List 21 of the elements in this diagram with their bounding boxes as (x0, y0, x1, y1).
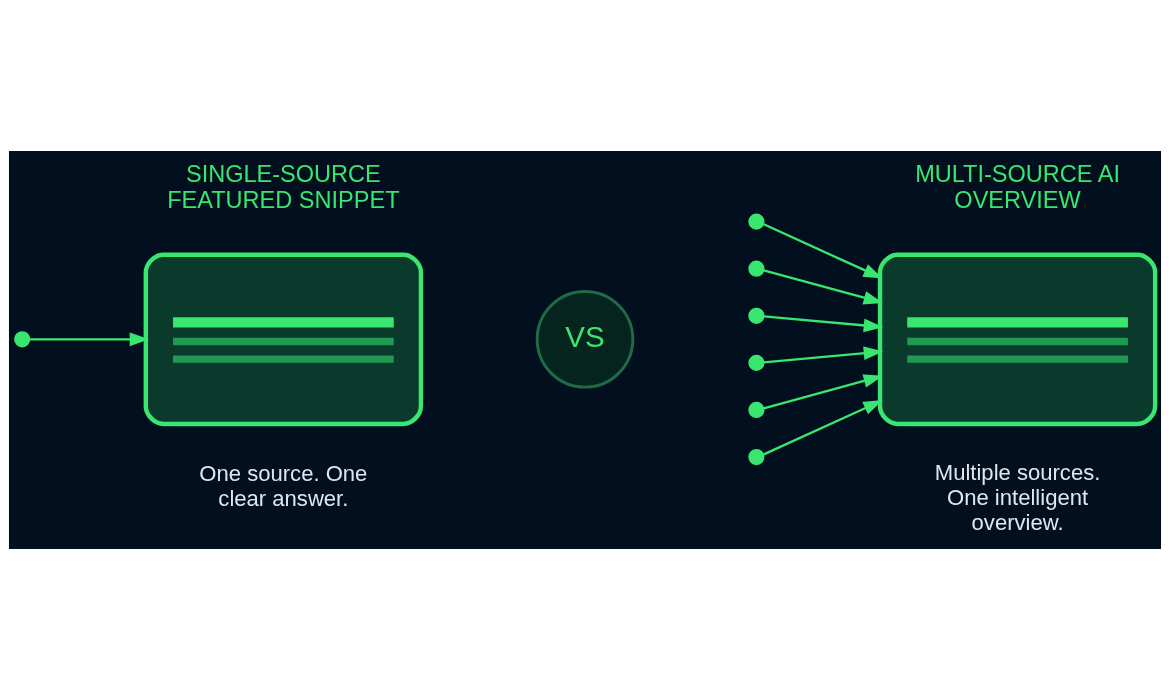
label: SINGLE-SOURCE FEATURED SNIPPET (167, 160, 400, 214)
label: One source. One clear answer. (199, 460, 368, 511)
node-circle (748, 448, 765, 466)
node-circle (14, 331, 31, 348)
label: Multiple sources. One intelligent overview. (934, 459, 1101, 535)
arrow (763, 346, 884, 364)
label: MULTI-SOURCE AI OVERVIEW (915, 160, 1120, 214)
node-circle (748, 260, 765, 277)
node-box (143, 252, 424, 427)
arrow (763, 315, 884, 333)
arrow (763, 269, 884, 305)
arrow (763, 374, 884, 410)
arrow (763, 400, 883, 456)
node-circle (748, 213, 765, 230)
arrow (763, 223, 883, 279)
node-box (877, 252, 1158, 427)
arrow (30, 332, 150, 347)
node-circle (748, 354, 765, 371)
node-circle (748, 307, 765, 324)
node-circle: VS (535, 290, 635, 389)
node-circle (748, 401, 765, 419)
